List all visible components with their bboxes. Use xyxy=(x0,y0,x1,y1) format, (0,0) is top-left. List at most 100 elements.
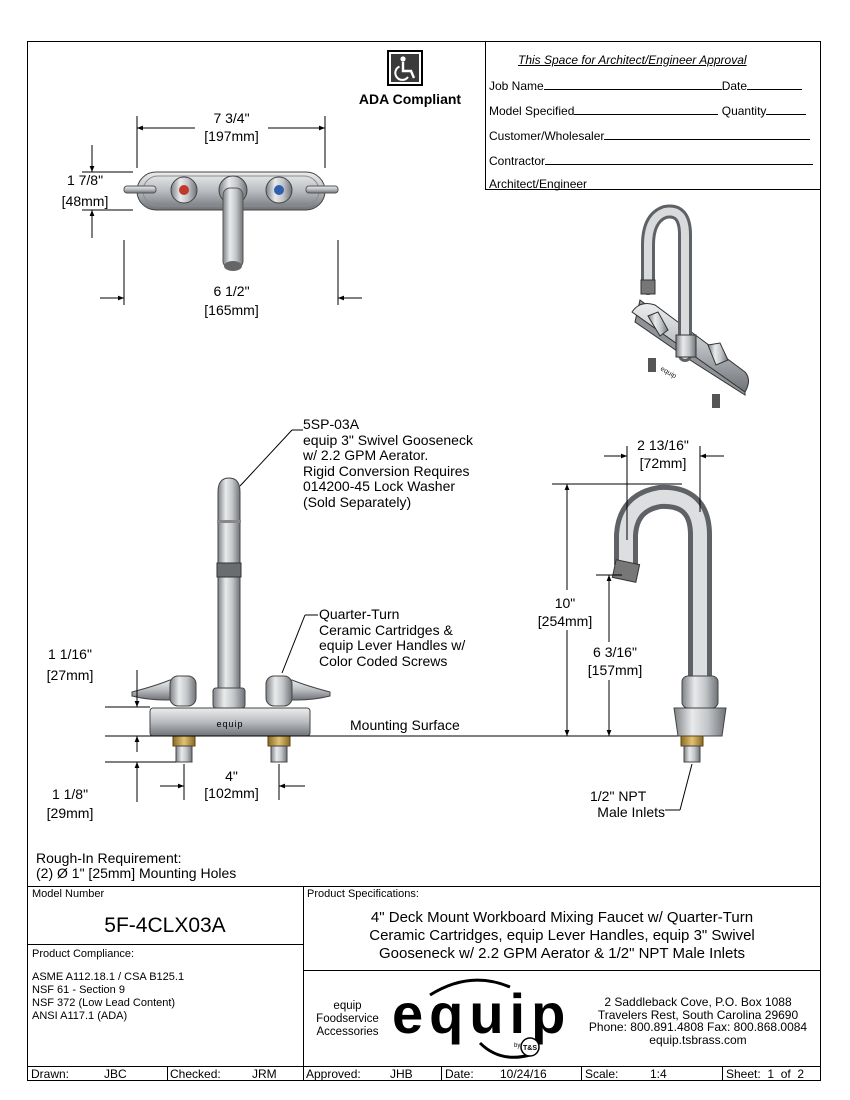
title-block-divider xyxy=(303,886,304,1081)
ada-label: ADA Compliant xyxy=(358,91,462,107)
iso-body-text: equip xyxy=(659,366,677,381)
shank-mm: [29mm] xyxy=(46,805,94,821)
address-line: Phone: 800.891.4808 Fax: 800.868.0084 xyxy=(588,1020,808,1034)
website-link[interactable]: equip.tsbrass.com xyxy=(649,1032,747,1047)
product-specs-line: Ceramic Cartridges, equip Lever Handles,… xyxy=(369,927,755,944)
contractor-field[interactable] xyxy=(545,153,814,165)
approval-title: This Space for Architect/Engineer Approv… xyxy=(518,53,747,67)
brand-line: equip xyxy=(333,1000,362,1012)
top-width-in: 7 3/4" xyxy=(213,110,250,126)
quantity-field[interactable] xyxy=(766,103,807,115)
customer-label: Customer/Wholesaler xyxy=(489,129,605,143)
checked-value: JRM xyxy=(252,1067,277,1081)
front-view-faucet: equip xyxy=(131,477,331,763)
gooseneck-line-1: 5SP-03A xyxy=(303,416,360,432)
customer-field[interactable] xyxy=(604,128,811,140)
architect-label: Architect/Engineer xyxy=(489,177,588,191)
gooseneck-callout: 5SP-03A equip 3" Swivel Gooseneck w/ 2.2… xyxy=(303,416,473,510)
rough-in-line-1: Rough-In Requirement: xyxy=(36,850,182,866)
top-view-dimensions xyxy=(82,116,362,305)
date-value: 10/24/16 xyxy=(500,1067,547,1081)
scale-value: 1:4 xyxy=(650,1067,667,1081)
model-number-label: Model Number xyxy=(32,888,105,900)
ada-badge: ADA Compliant xyxy=(348,50,472,112)
model-specified-field[interactable] xyxy=(574,103,719,115)
logo-by-text: by xyxy=(514,1043,520,1049)
architect-row: Architect/Engineer xyxy=(489,177,587,191)
hot-indicator-icon xyxy=(179,185,189,195)
inlets-line-1: 1/2" NPT xyxy=(590,788,647,804)
top-view-faucet xyxy=(123,171,339,271)
sheet-label: Sheet: 1 of 2 xyxy=(726,1068,804,1081)
sheet-value: 1 xyxy=(767,1067,775,1081)
footer-divider-4 xyxy=(722,1066,723,1081)
brand-lines: equip Foodservice Accessories xyxy=(305,1000,390,1039)
mounting-surface-label: Mounting Surface xyxy=(350,717,460,733)
front-body-text: equip xyxy=(216,719,243,729)
job-name-row: Job Name Date xyxy=(489,78,803,93)
sheet-total: 2 xyxy=(797,1067,805,1081)
gooseneck-line-3: w/ 2.2 GPM Aerator. xyxy=(303,447,429,463)
drawn-label: Drawn: xyxy=(31,1067,70,1081)
front-view-dimensions xyxy=(105,429,700,802)
job-name-field[interactable] xyxy=(543,78,722,90)
side-view-dimensions xyxy=(552,446,724,811)
logo-line xyxy=(303,970,821,971)
product-specs: 4" Deck Mount Workboard Mixing Faucet w/… xyxy=(303,909,821,963)
approved-label: Approved: xyxy=(306,1067,361,1081)
side-view-faucet xyxy=(611,484,727,763)
compliance-item: ANSI A117.1 (ADA) xyxy=(32,1010,128,1022)
date-label: Date xyxy=(721,79,748,93)
gooseneck-line-4: Rigid Conversion Requires xyxy=(303,462,470,479)
customer-row: Customer/Wholesaler xyxy=(489,128,811,143)
equip-logo-text: equip xyxy=(392,982,571,1045)
inlets-callout: 1/2" NPT Male Inlets xyxy=(590,788,665,820)
contractor-row: Contractor xyxy=(489,153,814,168)
date-field[interactable] xyxy=(747,78,803,90)
shank-in: 1 1/8" xyxy=(51,786,89,802)
approval-box: This Space for Architect/Engineer Approv… xyxy=(485,42,820,191)
job-name-label: Job Name xyxy=(489,79,544,93)
handle-height-mm: [27mm] xyxy=(46,667,94,683)
model-specified-row: Model Specified Quantity xyxy=(489,103,807,118)
address-line: 2 Saddleback Cove, P.O. Box 1088 xyxy=(604,995,792,1009)
gooseneck-line-6: (Sold Separately) xyxy=(303,493,412,510)
spout-height-in: 6 3/16" xyxy=(593,644,637,660)
center-mm: [102mm] xyxy=(204,785,259,801)
cold-indicator-icon xyxy=(274,185,284,195)
top-width-mm: [197mm] xyxy=(204,128,259,144)
drawn-value: JBC xyxy=(104,1067,127,1081)
inlets-line-2: Male Inlets xyxy=(597,804,665,820)
center-in: 4" xyxy=(225,768,238,784)
model-specified-label: Model Specified xyxy=(489,104,575,118)
model-number: 5F-4CLX03A xyxy=(104,914,226,937)
total-height-mm: [254mm] xyxy=(537,613,593,629)
title-block-top-line xyxy=(27,886,821,887)
cartridges-line-2: Ceramic Cartridges & xyxy=(319,621,453,638)
product-specs-line: 4" Deck Mount Workboard Mixing Faucet w/… xyxy=(370,909,754,926)
rough-in-line-2: (2) Ø 1" [25mm] Mounting Holes xyxy=(36,865,237,881)
product-specs-label: Product Specifications: xyxy=(307,888,419,900)
address-line: Travelers Rest, South Carolina 29690 xyxy=(597,1007,799,1022)
sheet-border xyxy=(27,41,821,1081)
gooseneck-line-2: equip 3" Swivel Gooseneck xyxy=(303,431,473,448)
bottom-width-in: 6 1/2" xyxy=(213,283,250,299)
address-block: 2 Saddleback Cove, P.O. Box 1088 Travele… xyxy=(578,996,818,1046)
top-height-mm: [48mm] xyxy=(61,193,109,209)
product-specs-line: Gooseneck w/ 2.2 GPM Aerator & 1/2" NPT … xyxy=(378,945,746,962)
checked-label: Checked: xyxy=(170,1067,221,1081)
contractor-label: Contractor xyxy=(489,154,546,168)
footer-divider-1 xyxy=(167,1066,168,1081)
compliance-item: NSF 372 (Low Lead Content) xyxy=(32,997,176,1009)
compliance-list: ASME A112.18.1 / CSA B125.1 NSF 61 - Sec… xyxy=(32,971,184,1023)
footer-divider-2 xyxy=(441,1066,442,1081)
reach-mm: [72mm] xyxy=(639,455,687,471)
rough-in-note: Rough-In Requirement: (2) Ø 1" [25mm] Mo… xyxy=(36,851,236,881)
gooseneck-line-5: 014200-45 Lock Washer xyxy=(303,478,456,494)
compliance-label: Product Compliance: xyxy=(32,948,135,960)
spout-height-mm: [157mm] xyxy=(587,662,643,678)
wheelchair-icon xyxy=(387,50,423,86)
scale-label: Scale: xyxy=(585,1067,619,1081)
bottom-width-mm: [165mm] xyxy=(204,302,259,318)
